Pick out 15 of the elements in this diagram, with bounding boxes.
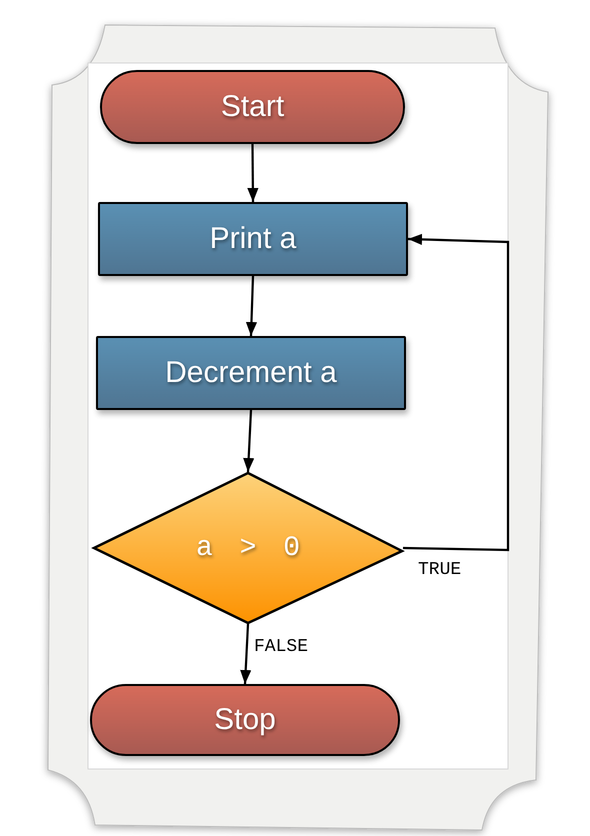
decision-diamond	[93, 472, 403, 624]
process-box	[96, 336, 406, 410]
arrow	[402, 234, 510, 552]
node-label: Decrement a	[165, 356, 337, 390]
node-label: Stop	[214, 703, 276, 737]
arrow	[246, 276, 258, 336]
terminal-pill	[90, 684, 400, 756]
node-label: Start	[220, 90, 284, 124]
arrow	[247, 144, 258, 202]
node-label: Print a	[210, 222, 296, 256]
node-label: a > 0	[196, 532, 300, 564]
process-box	[98, 202, 408, 276]
terminal-pill	[100, 70, 405, 144]
arrow	[243, 410, 254, 472]
arrow	[240, 624, 252, 684]
